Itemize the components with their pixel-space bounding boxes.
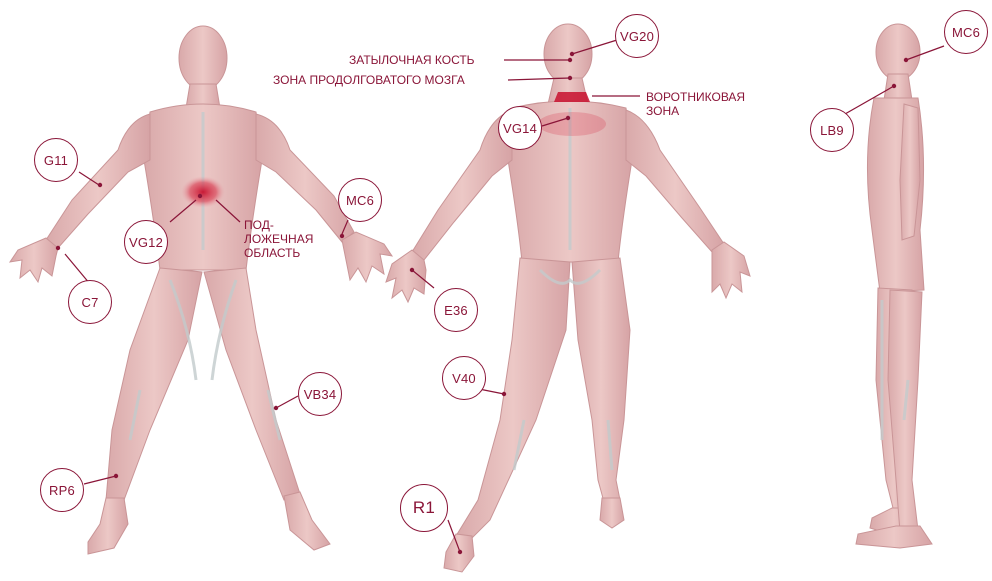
- collar-zone-highlight: [554, 92, 590, 102]
- front-head: [179, 26, 227, 90]
- point-vg20: VG20: [615, 14, 659, 58]
- label-occipital-bone: ЗАТЫЛОЧНАЯ КОСТЬ: [349, 53, 475, 67]
- back-head: [544, 24, 592, 84]
- point-lb9: LB9: [810, 108, 854, 152]
- back-right-arm: [626, 110, 724, 252]
- point-mc6-side: MC6: [944, 10, 988, 54]
- back-right-leg: [572, 258, 630, 502]
- back-right-hand: [712, 242, 750, 298]
- back-left-arm: [412, 110, 512, 260]
- point-vg12: VG12: [124, 220, 168, 264]
- front-right-hand: [342, 232, 392, 282]
- point-rp6: RP6: [40, 468, 84, 512]
- front-left-hand: [10, 238, 58, 282]
- point-r1: R1: [400, 484, 448, 532]
- side-head: [876, 24, 920, 80]
- front-right-leg: [204, 268, 300, 500]
- point-c7: C7: [68, 280, 112, 324]
- label-subcostal-area: ПОД- ЛОЖЕЧНАЯ ОБЛАСТЬ: [244, 218, 313, 260]
- front-left-leg: [106, 268, 202, 500]
- label-collar-zone: ВОРОТНИКОВАЯ ЗОНА: [646, 90, 745, 118]
- point-e36: E36: [434, 288, 478, 332]
- point-vb34: VB34: [298, 372, 342, 416]
- side-body: [856, 24, 932, 548]
- point-g11: G11: [34, 138, 78, 182]
- point-vg14: VG14: [498, 106, 542, 150]
- label-medulla-zone: ЗОНА ПРОДОЛГОВАТОГО МОЗГА: [273, 73, 465, 87]
- point-v40: V40: [442, 356, 486, 400]
- point-mc6-front: MC6: [338, 178, 382, 222]
- subcostal-spot: [181, 176, 225, 208]
